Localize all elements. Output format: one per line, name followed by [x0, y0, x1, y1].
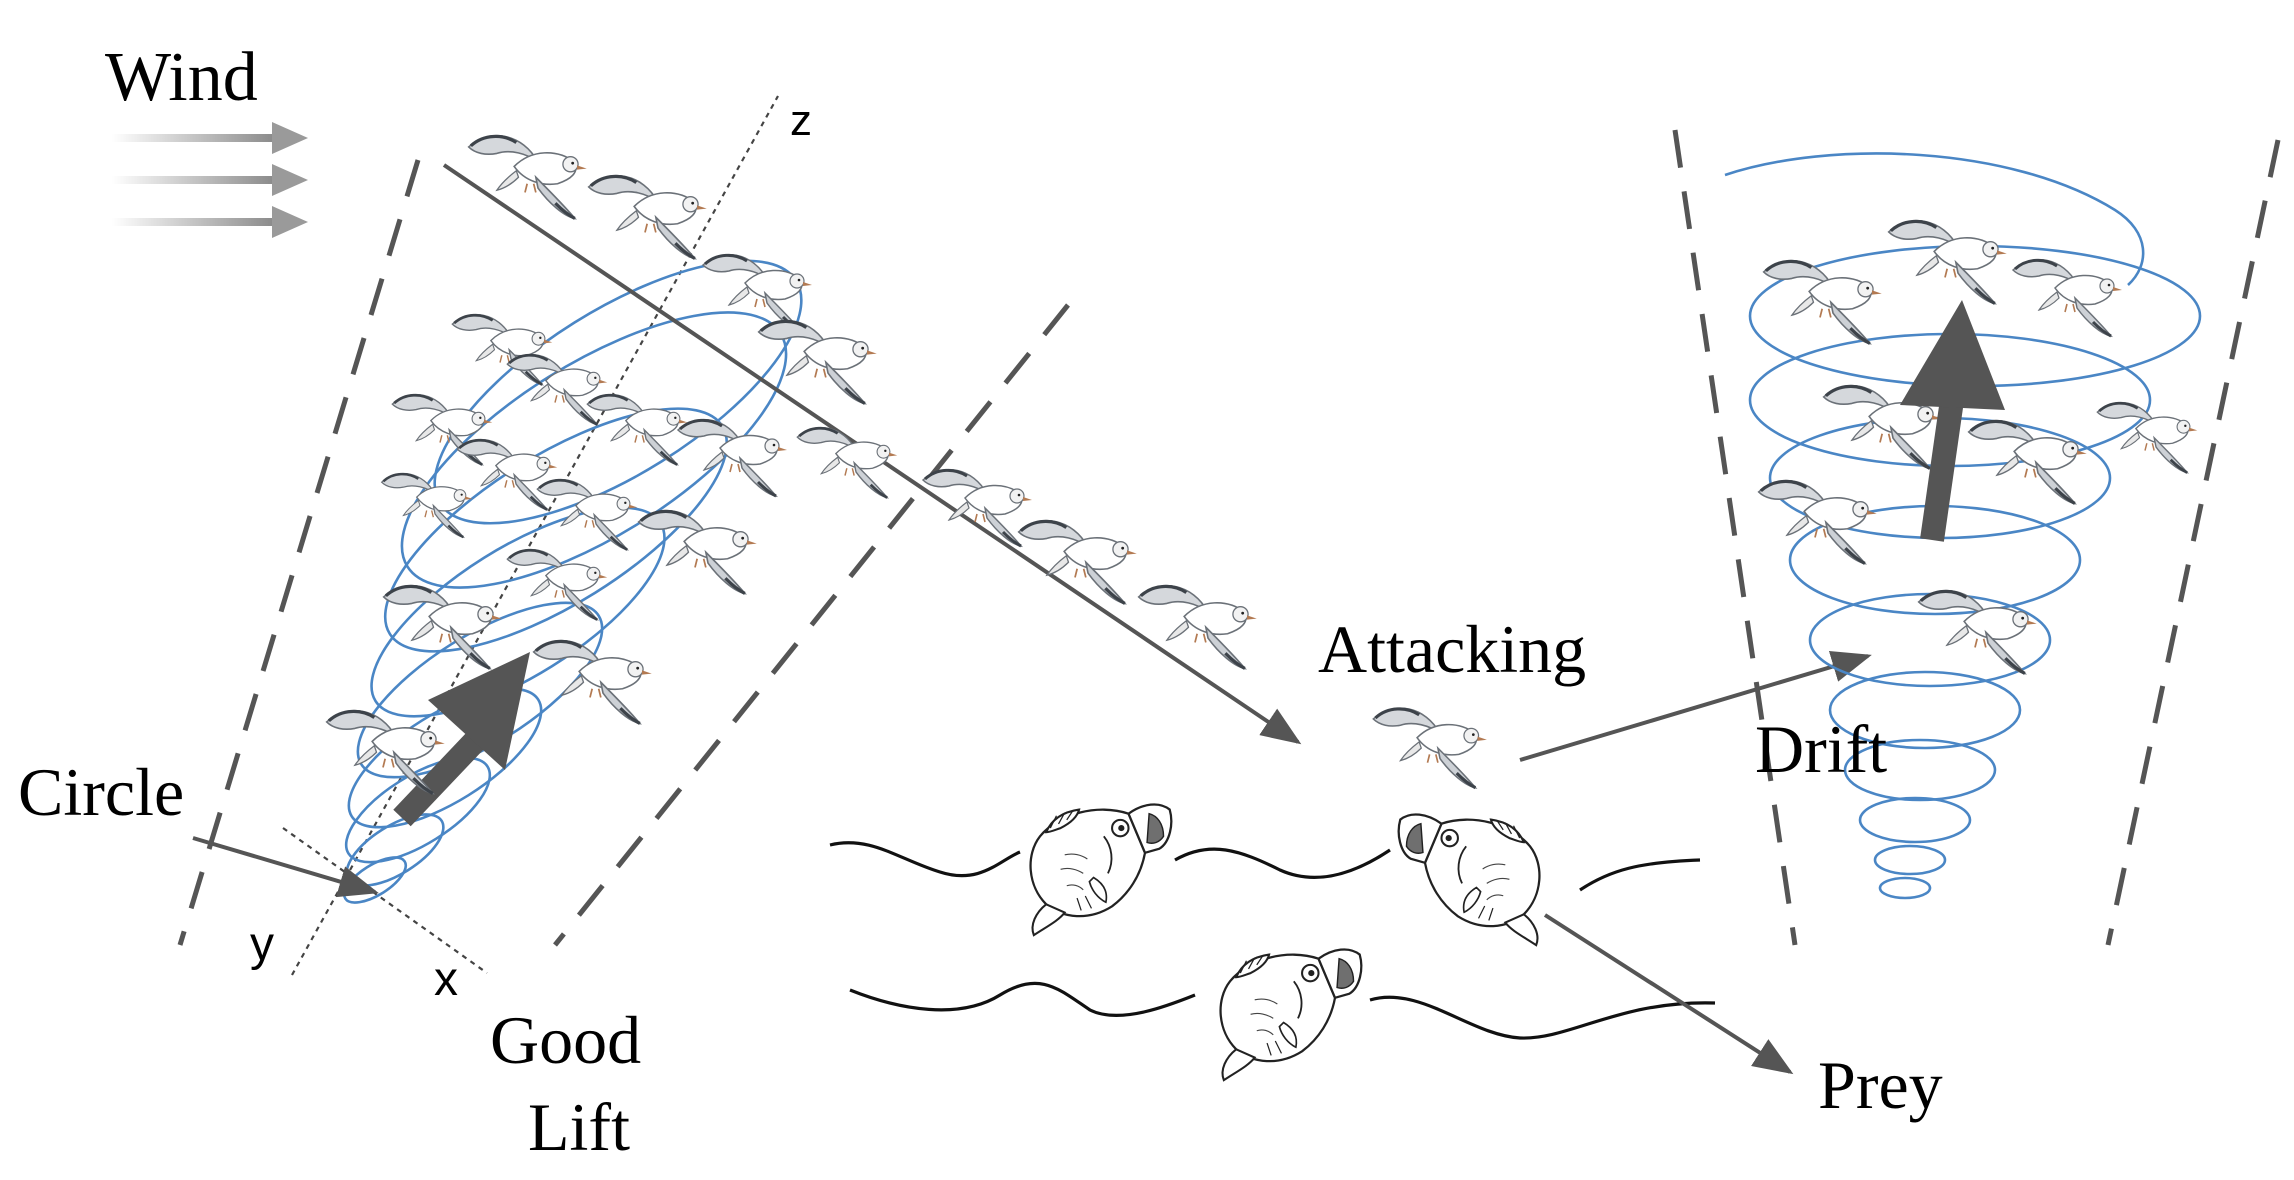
seagull-icon: [450, 313, 554, 386]
spiral-loop: [1828, 670, 2022, 750]
axis-x-label: x: [434, 953, 458, 1006]
water-wave-upper-middle: [1174, 847, 1391, 879]
drift-label: Drift: [1755, 711, 1887, 787]
fish-group: [1029, 803, 1541, 1082]
seagull-icon: [795, 425, 900, 500]
spiral-loop: [344, 756, 492, 864]
good-lift-label-line2: Lift: [528, 1089, 630, 1165]
seagull-icon: [467, 134, 589, 221]
gull-flock-right: [1757, 219, 2200, 676]
seagull-icon: [532, 639, 654, 726]
good-lift-label-line1: Good: [490, 1002, 641, 1078]
lift-channel-left-boundary: [177, 159, 421, 946]
lift-channel-dashed-lines: [177, 159, 1070, 947]
bass-fish-icon: [1029, 803, 1173, 937]
wind-arrow: [112, 206, 308, 238]
seagull-icon: [637, 509, 759, 596]
seagull-icon: [380, 472, 474, 539]
drift-climb-arrow: [1900, 300, 2005, 542]
seagull-icon: [587, 174, 709, 261]
spiral-loop: [1858, 796, 1972, 844]
seagull-icon: [505, 353, 609, 426]
seagull-icon: [1757, 479, 1879, 566]
wind-label: Wind: [105, 39, 258, 116]
prey-label: Prey: [1818, 1047, 1943, 1123]
axis-y-label: y: [250, 918, 274, 971]
drift-column-left-boundary: [1672, 129, 1798, 946]
seagull-icon: [1371, 706, 1489, 790]
water-wave-upper-left: [829, 841, 1021, 878]
drift-column-right-boundary: [2105, 139, 2281, 946]
spiral-top-arc: [1724, 152, 2145, 286]
water-wave-upper-right: [1579, 858, 1701, 892]
prey-arrow: [1543, 913, 1794, 1075]
attacking-label: Attacking: [1318, 611, 1586, 687]
seagull-icon: [921, 468, 1034, 548]
wind-arrow: [112, 164, 308, 196]
water-wave-lower-right: [1369, 995, 1716, 1040]
circle-pointer-arrow: [192, 836, 379, 898]
wind-arrow: [112, 122, 308, 154]
seagull-icon: [1137, 584, 1259, 671]
spiral-loop: [1873, 844, 1947, 876]
seagull-icon: [1887, 219, 2009, 306]
spiral-loop: [1843, 738, 1997, 802]
bass-fish-icon: [1219, 948, 1363, 1082]
axis-z-label: z: [790, 96, 812, 145]
circle-label: Circle: [18, 754, 184, 830]
water-wave-lower-left: [849, 981, 1196, 1017]
wind-arrows: [112, 122, 308, 238]
water-waves: [829, 841, 1716, 1040]
drift-spiral: [1724, 152, 2202, 900]
drift-arrow: [1519, 650, 1872, 762]
climb-arrow: [393, 652, 530, 827]
z-axis-line: [291, 95, 779, 976]
spiral-loop: [347, 687, 543, 829]
lift-channel-right-boundary: [553, 303, 1070, 947]
local-axes: [282, 95, 779, 976]
seagull-icon: [1967, 419, 2089, 506]
bass-fish-icon: [1397, 813, 1541, 947]
spiral-loop: [1878, 876, 1932, 900]
seagull-icon: [1762, 259, 1884, 346]
seagull-icon: [535, 478, 639, 551]
seagull-icon: [2011, 258, 2124, 338]
drift-column-dashed-lines: [1672, 129, 2281, 946]
x-axis-line: [282, 827, 488, 974]
seagull-icon: [701, 253, 814, 333]
